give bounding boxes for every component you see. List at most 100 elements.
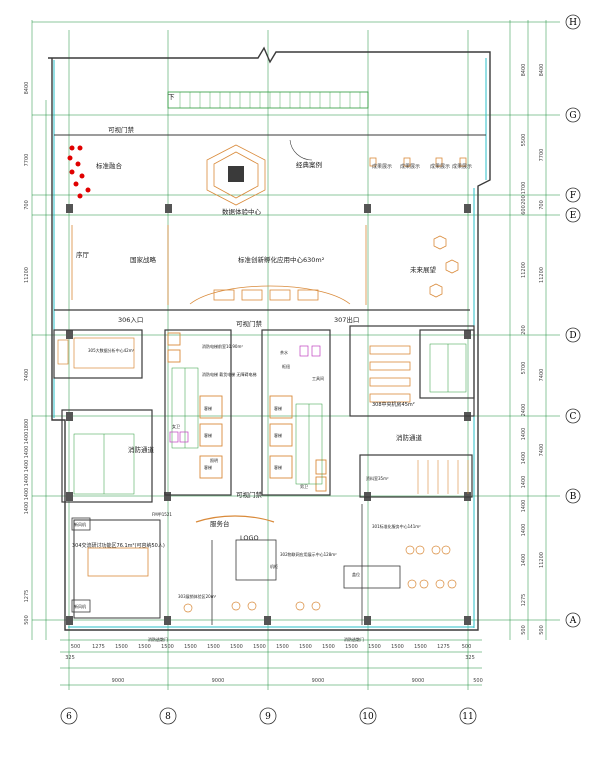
dim-bottom-1: 1275 xyxy=(92,644,105,650)
dim-bottom-low-0: 325 xyxy=(65,655,75,661)
label-guest-c: 客梯 xyxy=(204,464,212,470)
exhibit-labels: 成果展示成果展示成果展示成果展示 xyxy=(372,163,472,170)
escalator xyxy=(167,91,369,109)
archive-shelves xyxy=(417,460,469,494)
grid-lines xyxy=(31,20,560,690)
dim-left-13: 500 xyxy=(24,615,30,625)
dim-right-inner-5: 11200 xyxy=(521,262,527,278)
dim-right-outer-2: 700 xyxy=(539,200,545,210)
label-standard-fusion: 标准融合 xyxy=(96,161,123,170)
exhibit-label-1: 成果展示 xyxy=(400,163,420,170)
door-arc xyxy=(289,139,313,161)
dim-bottom-4: 1500 xyxy=(161,644,174,650)
dim-bottom-6: 1500 xyxy=(207,644,220,650)
label-machine: 机柜 xyxy=(270,563,278,569)
future-hexagons xyxy=(429,235,459,298)
exhibit-label-2: 成果展示 xyxy=(430,163,450,170)
axis-label-9: 9 xyxy=(265,712,271,722)
label-visual-gate-top: 可视门禁 xyxy=(108,125,135,134)
label-guest-a: 客梯 xyxy=(204,405,212,411)
outer-walls xyxy=(48,46,491,631)
dim-right-inner-6: 200 xyxy=(521,325,527,335)
dim-bottom-16: 1275 xyxy=(437,644,450,650)
conference-304 xyxy=(71,517,161,619)
dimension-right-inner: 8400550017002006001120020057002400140014… xyxy=(521,64,527,635)
incubation-stage xyxy=(71,225,367,305)
axis-label-10: 10 xyxy=(362,712,374,722)
label-tool-room: 工具间 xyxy=(312,375,324,381)
label-visual-gate-low: 可视门禁 xyxy=(236,490,263,499)
label-fire-door-left: 消防逃散门 xyxy=(148,636,168,642)
server-racks xyxy=(369,345,411,403)
dim-left-0: 8400 xyxy=(24,82,30,95)
label-service-desk: 服务台 xyxy=(210,519,230,528)
dim-right-inner-2: 1700 xyxy=(521,182,527,195)
label-tea: 茶水 xyxy=(280,349,288,355)
dim-right-outer-1: 7700 xyxy=(539,149,545,162)
dim-right-outer-3: 11200 xyxy=(539,267,545,283)
label-guest-e: 客梯 xyxy=(274,432,282,438)
standard-fusion-exhibit xyxy=(67,145,91,199)
seating xyxy=(183,545,457,613)
label-guest-f: 客梯 xyxy=(274,464,282,470)
label-guest-d: 客梯 xyxy=(274,405,282,411)
dim-bottom-2: 1500 xyxy=(115,644,128,650)
label-fire-elevator: 消防电梯前室10.90m² xyxy=(202,343,243,349)
label-prelude-hall: 序厅 xyxy=(76,250,90,259)
label-classic-cases: 经典案例 xyxy=(296,160,322,169)
axis-label-d: D xyxy=(569,331,576,341)
dim-left-4: 7400 xyxy=(24,369,30,382)
axis-label-f: F xyxy=(570,191,576,201)
label-fire-passage-right: 消防通道 xyxy=(396,433,423,442)
label-guest-b: 客梯 xyxy=(204,432,212,438)
dim-left-6: 1400 xyxy=(24,432,30,445)
dim-right-outer-7: 500 xyxy=(539,625,545,635)
label-room-303: 303展销体验区20m² xyxy=(178,593,217,599)
dim-left-10: 1400 xyxy=(24,488,30,501)
dim-bottom-12: 1500 xyxy=(345,644,358,650)
axis-label-b: B xyxy=(570,492,577,502)
dim-bottom-5: 1500 xyxy=(184,644,197,650)
dim-bottom-0: 500 xyxy=(71,644,81,650)
label-entrance-306: 306入口 xyxy=(118,316,143,324)
label-fm: FM甲1521 xyxy=(152,512,172,517)
dim-bottom-15: 1500 xyxy=(414,644,427,650)
exhibit-tables xyxy=(369,157,467,167)
dim-left-11: 1400 xyxy=(24,502,30,515)
service-desk-counter xyxy=(195,515,275,523)
dimension-bottom: 500 1275 1500 1500 1500 1500 1500 1500 1500 1500 1… xyxy=(65,644,483,684)
dim-right-inner-13: 1400 xyxy=(521,524,527,537)
dim-left-5: 1800 xyxy=(24,419,30,432)
dim-right-outer-0: 8400 xyxy=(539,64,545,77)
dim-left-8: 1400 xyxy=(24,460,30,473)
axis-label-8: 8 xyxy=(165,712,171,722)
label-room-301: 301标准化服务中心141m² xyxy=(372,523,421,529)
axis-bubbles xyxy=(60,14,581,725)
axis-label-6: 6 xyxy=(66,712,72,722)
display-302 xyxy=(211,504,401,625)
dim-right-inner-3: 200 xyxy=(521,195,527,205)
dim-bottom-low-1: 325 xyxy=(465,655,475,661)
label-new-wind: 新风机 xyxy=(74,521,86,527)
dim-right-inner-10: 1400 xyxy=(521,452,527,465)
label-archive-room: 资料室35m² xyxy=(366,475,389,481)
dim-span-0: 9000 xyxy=(112,678,125,684)
dim-span-2: 9000 xyxy=(312,678,325,684)
dim-left-12: 1275 xyxy=(24,590,30,603)
dim-bottom-14: 1500 xyxy=(391,644,404,650)
label-fire-passage-left: 消防通道 xyxy=(128,445,155,454)
label-male-wc: 男卫 xyxy=(300,484,308,489)
dim-right-inner-15: 1275 xyxy=(521,594,527,607)
label-room-305: 305大数据分析中心42m² xyxy=(88,347,135,353)
label-fire-door-right: 消防逃散门 xyxy=(344,636,364,642)
room-305-table xyxy=(57,337,135,369)
dim-span-1: 9000 xyxy=(212,678,225,684)
dim-bottom-7: 1500 xyxy=(230,644,243,650)
dim-small-0: 500 xyxy=(473,678,483,684)
exhibit-label-0: 成果展示 xyxy=(372,163,392,170)
label-room-308: 308中央机房45m² xyxy=(372,401,415,408)
